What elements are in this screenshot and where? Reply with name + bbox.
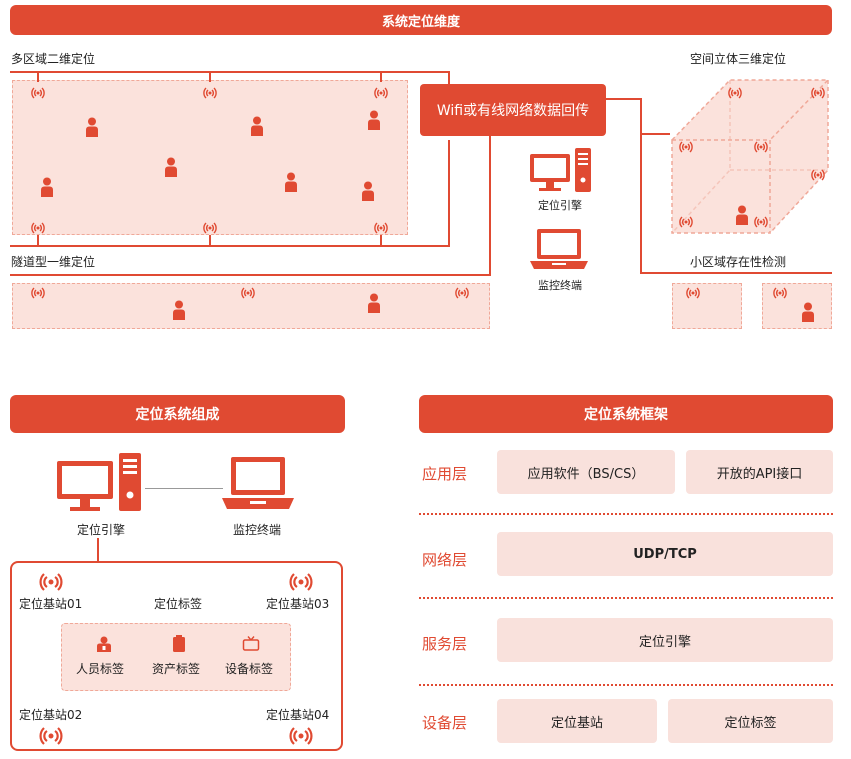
signal-icon — [28, 286, 48, 300]
space3d-label: 空间立体三维定位 — [690, 52, 787, 66]
person-icon — [164, 157, 178, 177]
signal-icon — [676, 140, 696, 154]
person-icon — [172, 300, 186, 320]
connector-line — [640, 272, 832, 274]
service-layer-label: 服务层 — [422, 635, 468, 653]
person-badge-icon — [96, 636, 112, 652]
person-icon — [801, 302, 815, 322]
tag-label: 定位标签 — [154, 597, 203, 611]
tunnel-label: 隧道型一维定位 — [11, 255, 96, 269]
connector-line — [489, 135, 491, 276]
small-area-zone-1 — [672, 283, 742, 329]
signal-icon — [35, 725, 67, 747]
layer-divider — [419, 597, 833, 599]
connector-line — [380, 72, 382, 82]
signal-icon — [200, 86, 220, 100]
signal-icon — [35, 571, 67, 593]
person-icon — [85, 117, 99, 137]
signal-icon — [683, 286, 703, 300]
desktop-computer-icon — [528, 146, 594, 194]
engine-box: 定位引擎 — [497, 618, 833, 662]
person-icon — [284, 172, 298, 192]
laptop-icon — [528, 227, 590, 271]
signal-icon — [751, 215, 771, 229]
signal-icon — [751, 140, 771, 154]
center-engine-label: 定位引擎 — [538, 199, 582, 212]
person-icon — [735, 205, 749, 225]
signal-icon — [371, 221, 391, 235]
person-icon — [367, 293, 381, 313]
person-icon — [250, 116, 264, 136]
open-api-box: 开放的API接口 — [686, 450, 833, 494]
framework-title: 定位系统框架 — [419, 395, 833, 433]
person-icon — [361, 181, 375, 201]
small-area-label: 小区域存在性检测 — [690, 255, 787, 269]
connector-line — [448, 71, 450, 85]
person-tag-label: 人员标签 — [76, 662, 125, 676]
station-03-label: 定位基站03 — [266, 597, 330, 611]
composition-monitor-label: 监控终端 — [233, 523, 282, 537]
composition-engine-label: 定位引擎 — [77, 523, 126, 537]
connector-line — [145, 488, 223, 489]
id-badge-icon — [172, 635, 186, 653]
tag-types-zone — [61, 623, 291, 691]
multi-area-zone — [12, 80, 408, 235]
center-monitor-label: 监控终端 — [538, 279, 582, 292]
signal-icon — [808, 86, 828, 100]
connector-line — [209, 72, 211, 82]
signal-icon — [725, 86, 745, 100]
multi-area-label: 多区域二维定位 — [11, 52, 96, 66]
connector-line — [10, 245, 450, 247]
3d-space-cube — [671, 79, 830, 234]
connector-line — [606, 98, 642, 100]
protocol-box: UDP/TCP — [497, 532, 833, 576]
connector-line — [97, 538, 99, 562]
wifi-backhaul-box: Wifi或有线网络数据回传 — [420, 84, 606, 136]
connector-line — [37, 235, 39, 246]
connector-line — [640, 133, 670, 135]
signal-icon — [452, 286, 472, 300]
connector-line — [448, 140, 450, 247]
device-layer-label: 设备层 — [422, 714, 468, 732]
composition-title: 定位系统组成 — [10, 395, 345, 433]
tv-icon — [242, 636, 260, 652]
connector-line — [640, 98, 642, 274]
connector-line — [10, 71, 450, 73]
person-icon — [367, 110, 381, 130]
asset-tag-label: 资产标签 — [152, 662, 201, 676]
tag-box: 定位标签 — [668, 699, 833, 743]
signal-icon — [200, 221, 220, 235]
signal-icon — [808, 168, 828, 182]
signal-icon — [285, 571, 317, 593]
station-02-label: 定位基站02 — [19, 708, 83, 722]
station-04-label: 定位基站04 — [266, 708, 330, 722]
device-tag-label: 设备标签 — [225, 662, 274, 676]
network-layer-label: 网络层 — [422, 551, 468, 569]
signal-icon — [770, 286, 790, 300]
station-01-label: 定位基站01 — [19, 597, 83, 611]
connector-line — [37, 72, 39, 82]
connector-line — [10, 274, 491, 276]
signal-icon — [285, 725, 317, 747]
desktop-computer-icon — [55, 451, 145, 513]
station-box: 定位基站 — [497, 699, 657, 743]
app-software-box: 应用软件（BS/CS） — [497, 450, 675, 494]
signal-icon — [676, 215, 696, 229]
signal-icon — [28, 86, 48, 100]
signal-icon — [28, 221, 48, 235]
application-layer-label: 应用层 — [422, 465, 468, 483]
signal-icon — [371, 86, 391, 100]
person-icon — [40, 177, 54, 197]
laptop-icon — [220, 455, 296, 511]
layer-divider — [419, 513, 833, 515]
composition-frame — [10, 561, 343, 751]
connector-line — [380, 235, 382, 246]
system-dimension-title: 系统定位维度 — [10, 5, 832, 35]
signal-icon — [238, 286, 258, 300]
layer-divider — [419, 684, 833, 686]
connector-line — [209, 235, 211, 246]
